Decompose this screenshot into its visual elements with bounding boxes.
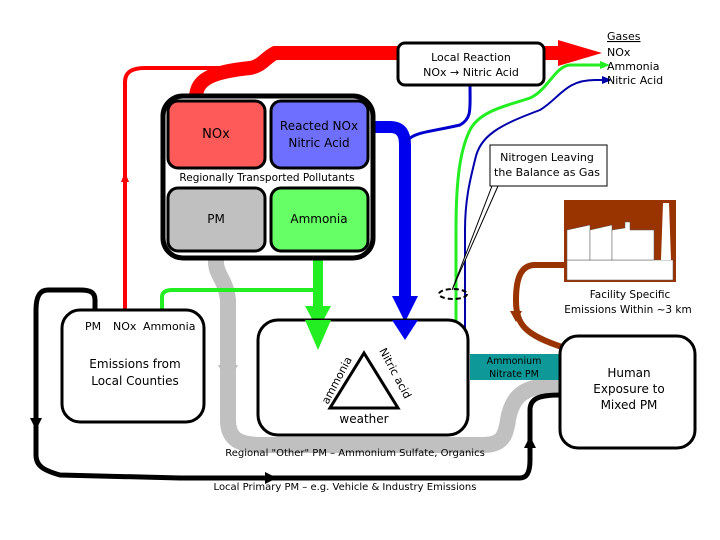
local-primary-pm-label: Local Primary PM – e.g. Vehicle & Indust… <box>214 482 477 493</box>
local-emissions-label-2: Local Counties <box>91 374 179 388</box>
gases-arrowhead <box>558 40 602 66</box>
facility-flow-arrowhead <box>510 311 522 322</box>
nox-regional-box <box>166 99 267 170</box>
primary-pm-down-arrow <box>30 418 42 430</box>
gases-nox: NOx <box>607 46 631 59</box>
ammonia-regional-label: Ammonia <box>290 212 347 226</box>
nitric-arrow-overlay <box>392 320 418 340</box>
factory-icon <box>564 200 676 282</box>
triangle-label-weather: weather <box>339 412 388 426</box>
reacted-nox-box <box>269 99 370 170</box>
gases-nitric-acid: Nitric Acid <box>607 74 663 87</box>
facility-label-2: Emissions Within ~3 km <box>564 304 691 316</box>
nitric-acid-thick-flow <box>358 121 411 300</box>
ammonia-gas-line <box>454 63 604 330</box>
primary-pm-up-arrow <box>524 436 536 448</box>
callout-pointer <box>451 185 510 291</box>
nox-thin-line <box>123 66 250 325</box>
facility-emissions-flow <box>512 262 566 351</box>
ammonium-nitrate-label-2: Nitrate PM <box>489 369 539 380</box>
nitrogen-callout-line-1: Nitrogen Leaving <box>500 151 594 164</box>
local-emissions-box <box>60 308 206 424</box>
human-exposure-label-3: Mixed PM <box>601 398 658 412</box>
local-input-pm: PM <box>85 320 101 333</box>
nitrogen-callout-box <box>489 144 608 187</box>
ammonia-gas-arrowhead <box>600 61 610 69</box>
human-exposure-label-2: Exposure to <box>593 382 664 396</box>
reacted-nox-label-2: Nitric Acid <box>288 136 349 150</box>
regional-other-pm-label: Regional "Other" PM – Ammonium Sulfate, … <box>225 448 485 459</box>
nox-up-arrow <box>121 172 129 182</box>
ammonia-down-arrow <box>305 306 331 330</box>
pm-flow-arrowhead <box>218 365 238 385</box>
local-primary-pm-flow <box>33 287 561 481</box>
pm-regional-label: PM <box>207 212 225 226</box>
nitric-acid-gas-line <box>464 79 606 330</box>
nitric-acid-thin-to-reaction <box>406 84 472 142</box>
ammonia-arrow-overlay <box>305 320 331 350</box>
ammonium-nitrate-label-1: Ammonium <box>487 356 542 367</box>
local-reaction-label-1: Local Reaction <box>431 51 511 64</box>
regional-box-label: Regionally Transported Pollutants <box>179 172 354 184</box>
local-reaction-label-2: NOx → Nitric Acid <box>423 66 519 79</box>
reacted-nox-label-1: Reacted NOx <box>280 119 358 133</box>
local-ammonia-line <box>160 288 318 325</box>
regional-other-pm-flow <box>208 254 561 453</box>
local-reaction-box <box>396 41 546 87</box>
gases-heading: Gases <box>607 30 641 43</box>
ammonia-regional-box <box>269 186 370 253</box>
gases-ammonia: Ammonia <box>607 60 659 73</box>
human-exposure-box <box>558 334 697 450</box>
reaction-triangle <box>327 350 401 410</box>
nitric-acid-gas-arrowhead <box>602 76 612 84</box>
human-exposure-label-1: Human <box>607 366 650 380</box>
nitrogen-callout-line-2: the Balance as Gas <box>494 166 600 179</box>
gas-exit-marker <box>438 288 468 300</box>
nox-regional-label: NOx <box>202 127 230 142</box>
local-input-nox: NOx <box>113 320 137 333</box>
local-input-ammonia: Ammonia <box>143 320 195 333</box>
local-reaction-chamber <box>256 318 470 437</box>
facility-label-1: Facility Specific <box>590 289 671 301</box>
ammonium-nitrate-band <box>470 354 564 380</box>
local-emissions-label-1: Emissions from <box>89 357 180 371</box>
primary-pm-right-arrow <box>265 472 277 484</box>
nitric-acid-down-arrow <box>392 296 418 322</box>
pm-regional-box <box>166 186 267 253</box>
